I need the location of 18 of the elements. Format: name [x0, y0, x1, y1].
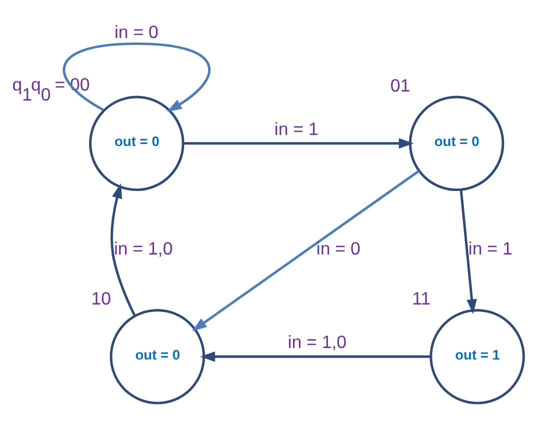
edge-label: in = 0	[114, 22, 158, 42]
edge-label: in = 1	[468, 238, 512, 258]
edge-label: in = 1,0	[114, 238, 173, 258]
arrow	[110, 183, 136, 317]
edge-label: in = 1	[274, 118, 318, 139]
arrow	[460, 190, 477, 314]
edge-label: in = 1,0	[288, 332, 347, 352]
arrow	[192, 170, 420, 332]
node-label: 11	[412, 288, 431, 309]
arrow	[183, 138, 414, 149]
node-circle: out = 1	[430, 309, 525, 404]
arrow	[200, 351, 431, 362]
edge-label: in = 0	[316, 238, 360, 258]
node-circle: out = 0	[408, 96, 504, 192]
node-circle: out = 0	[110, 309, 206, 404]
node-label: 10	[91, 288, 112, 309]
node-label: 01	[390, 75, 410, 96]
arrow	[63, 42, 210, 112]
